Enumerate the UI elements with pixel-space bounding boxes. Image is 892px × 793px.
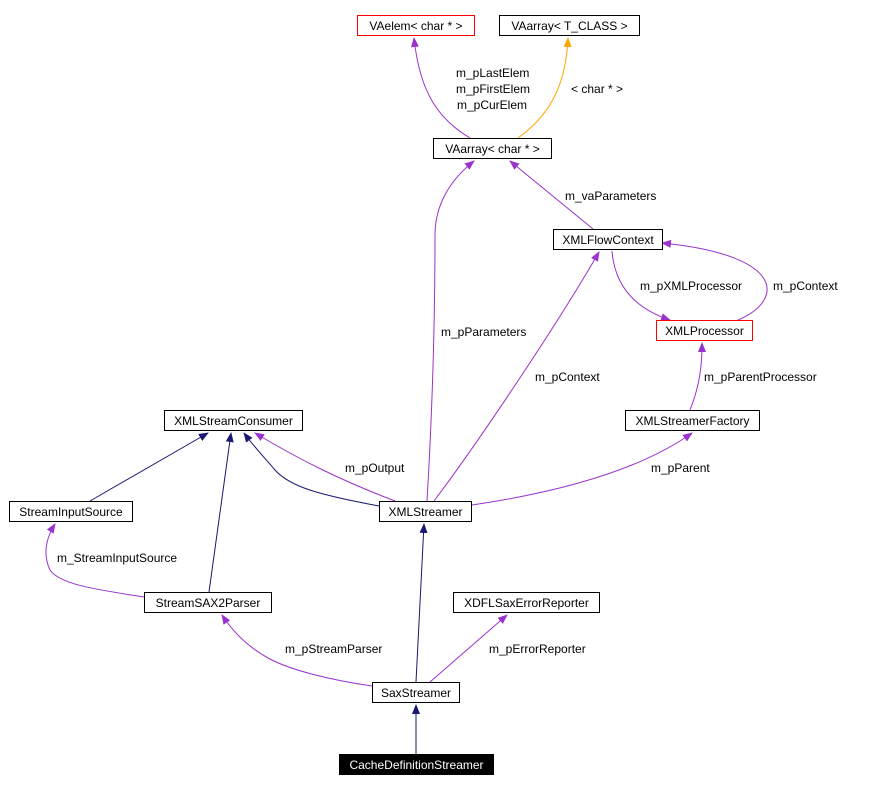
edge-xmlstreamer-to-flowcontext bbox=[433, 251, 600, 502]
edge-saxstreamer-to-errorreporter bbox=[429, 614, 508, 683]
edge-label: m_pParent bbox=[651, 461, 710, 475]
edge-processor-to-flowcontext bbox=[661, 239, 768, 321]
edge-label: m_vaParameters bbox=[565, 189, 656, 203]
node-xdflsaxerrorreporter[interactable]: XDFLSaxErrorReporter bbox=[453, 592, 600, 613]
node-xmlprocessor[interactable]: XMLProcessor bbox=[656, 320, 753, 341]
edge-label: m_pStreamParser bbox=[285, 642, 382, 656]
edge-label: m_pLastElem bbox=[456, 66, 529, 80]
node-xmlstreamer[interactable]: XMLStreamer bbox=[379, 501, 472, 522]
edge-vaarray-to-vaelem bbox=[410, 37, 471, 139]
edge-saxstreamer-to-sax2parser bbox=[221, 614, 373, 687]
edge-label: < char * > bbox=[571, 82, 623, 96]
edge-label: m_pXMLProcessor bbox=[640, 279, 742, 293]
edge-label: m_pCurElem bbox=[457, 98, 527, 112]
edge-xmlstreamer-to-vaarray bbox=[426, 160, 475, 502]
edge-label: m_pParentProcessor bbox=[704, 370, 817, 384]
node-vaelem[interactable]: VAelem< char * > bbox=[357, 15, 475, 36]
node-cachedefinitionstreamer: CacheDefinitionStreamer bbox=[339, 754, 494, 775]
edge-label: m_pContext bbox=[535, 370, 600, 384]
node-vaarray-char[interactable]: VAarray< char * > bbox=[433, 138, 552, 159]
edge-sax2parser-to-inputsource bbox=[45, 523, 145, 598]
edge-flowcontext-to-vaarray bbox=[509, 160, 594, 230]
edge-vaarray-to-template bbox=[517, 37, 572, 139]
edge-label: m_StreamInputSource bbox=[57, 551, 177, 565]
edge-xmlstreamer-inherits-consumer bbox=[243, 432, 380, 507]
edge-xmlstreamer-to-factory bbox=[471, 432, 693, 506]
edge-label: m_pOutput bbox=[345, 461, 405, 475]
node-xmlflowcontext[interactable]: XMLFlowContext bbox=[553, 229, 663, 250]
node-streaminputsource[interactable]: StreamInputSource bbox=[9, 501, 133, 522]
node-saxstreamer[interactable]: SaxStreamer bbox=[372, 682, 460, 703]
edge-flowcontext-to-processor bbox=[611, 250, 671, 321]
edge-label: m_pParameters bbox=[441, 325, 526, 339]
node-vaarray-tclass[interactable]: VAarray< T_CLASS > bbox=[499, 15, 640, 36]
edge-xmlstreamer-to-consumer-output bbox=[254, 432, 396, 502]
edge-label: m_pFirstElem bbox=[456, 82, 530, 96]
node-xmlstreamerfactory[interactable]: XMLStreamerFactory bbox=[625, 410, 760, 431]
node-streamsax2parser[interactable]: StreamSAX2Parser bbox=[144, 592, 272, 613]
edge-saxstreamer-inherits-xmlstreamer bbox=[415, 523, 428, 683]
edge-label: m_pErrorReporter bbox=[489, 642, 586, 656]
edge-factory-to-processor bbox=[689, 342, 706, 411]
edge-sax2parser-inherits-consumer bbox=[208, 432, 234, 593]
edge-label: m_pContext bbox=[773, 279, 838, 293]
edge-inputsource-inherits-consumer bbox=[89, 432, 209, 502]
node-xmlstreamconsumer[interactable]: XMLStreamConsumer bbox=[164, 410, 303, 431]
